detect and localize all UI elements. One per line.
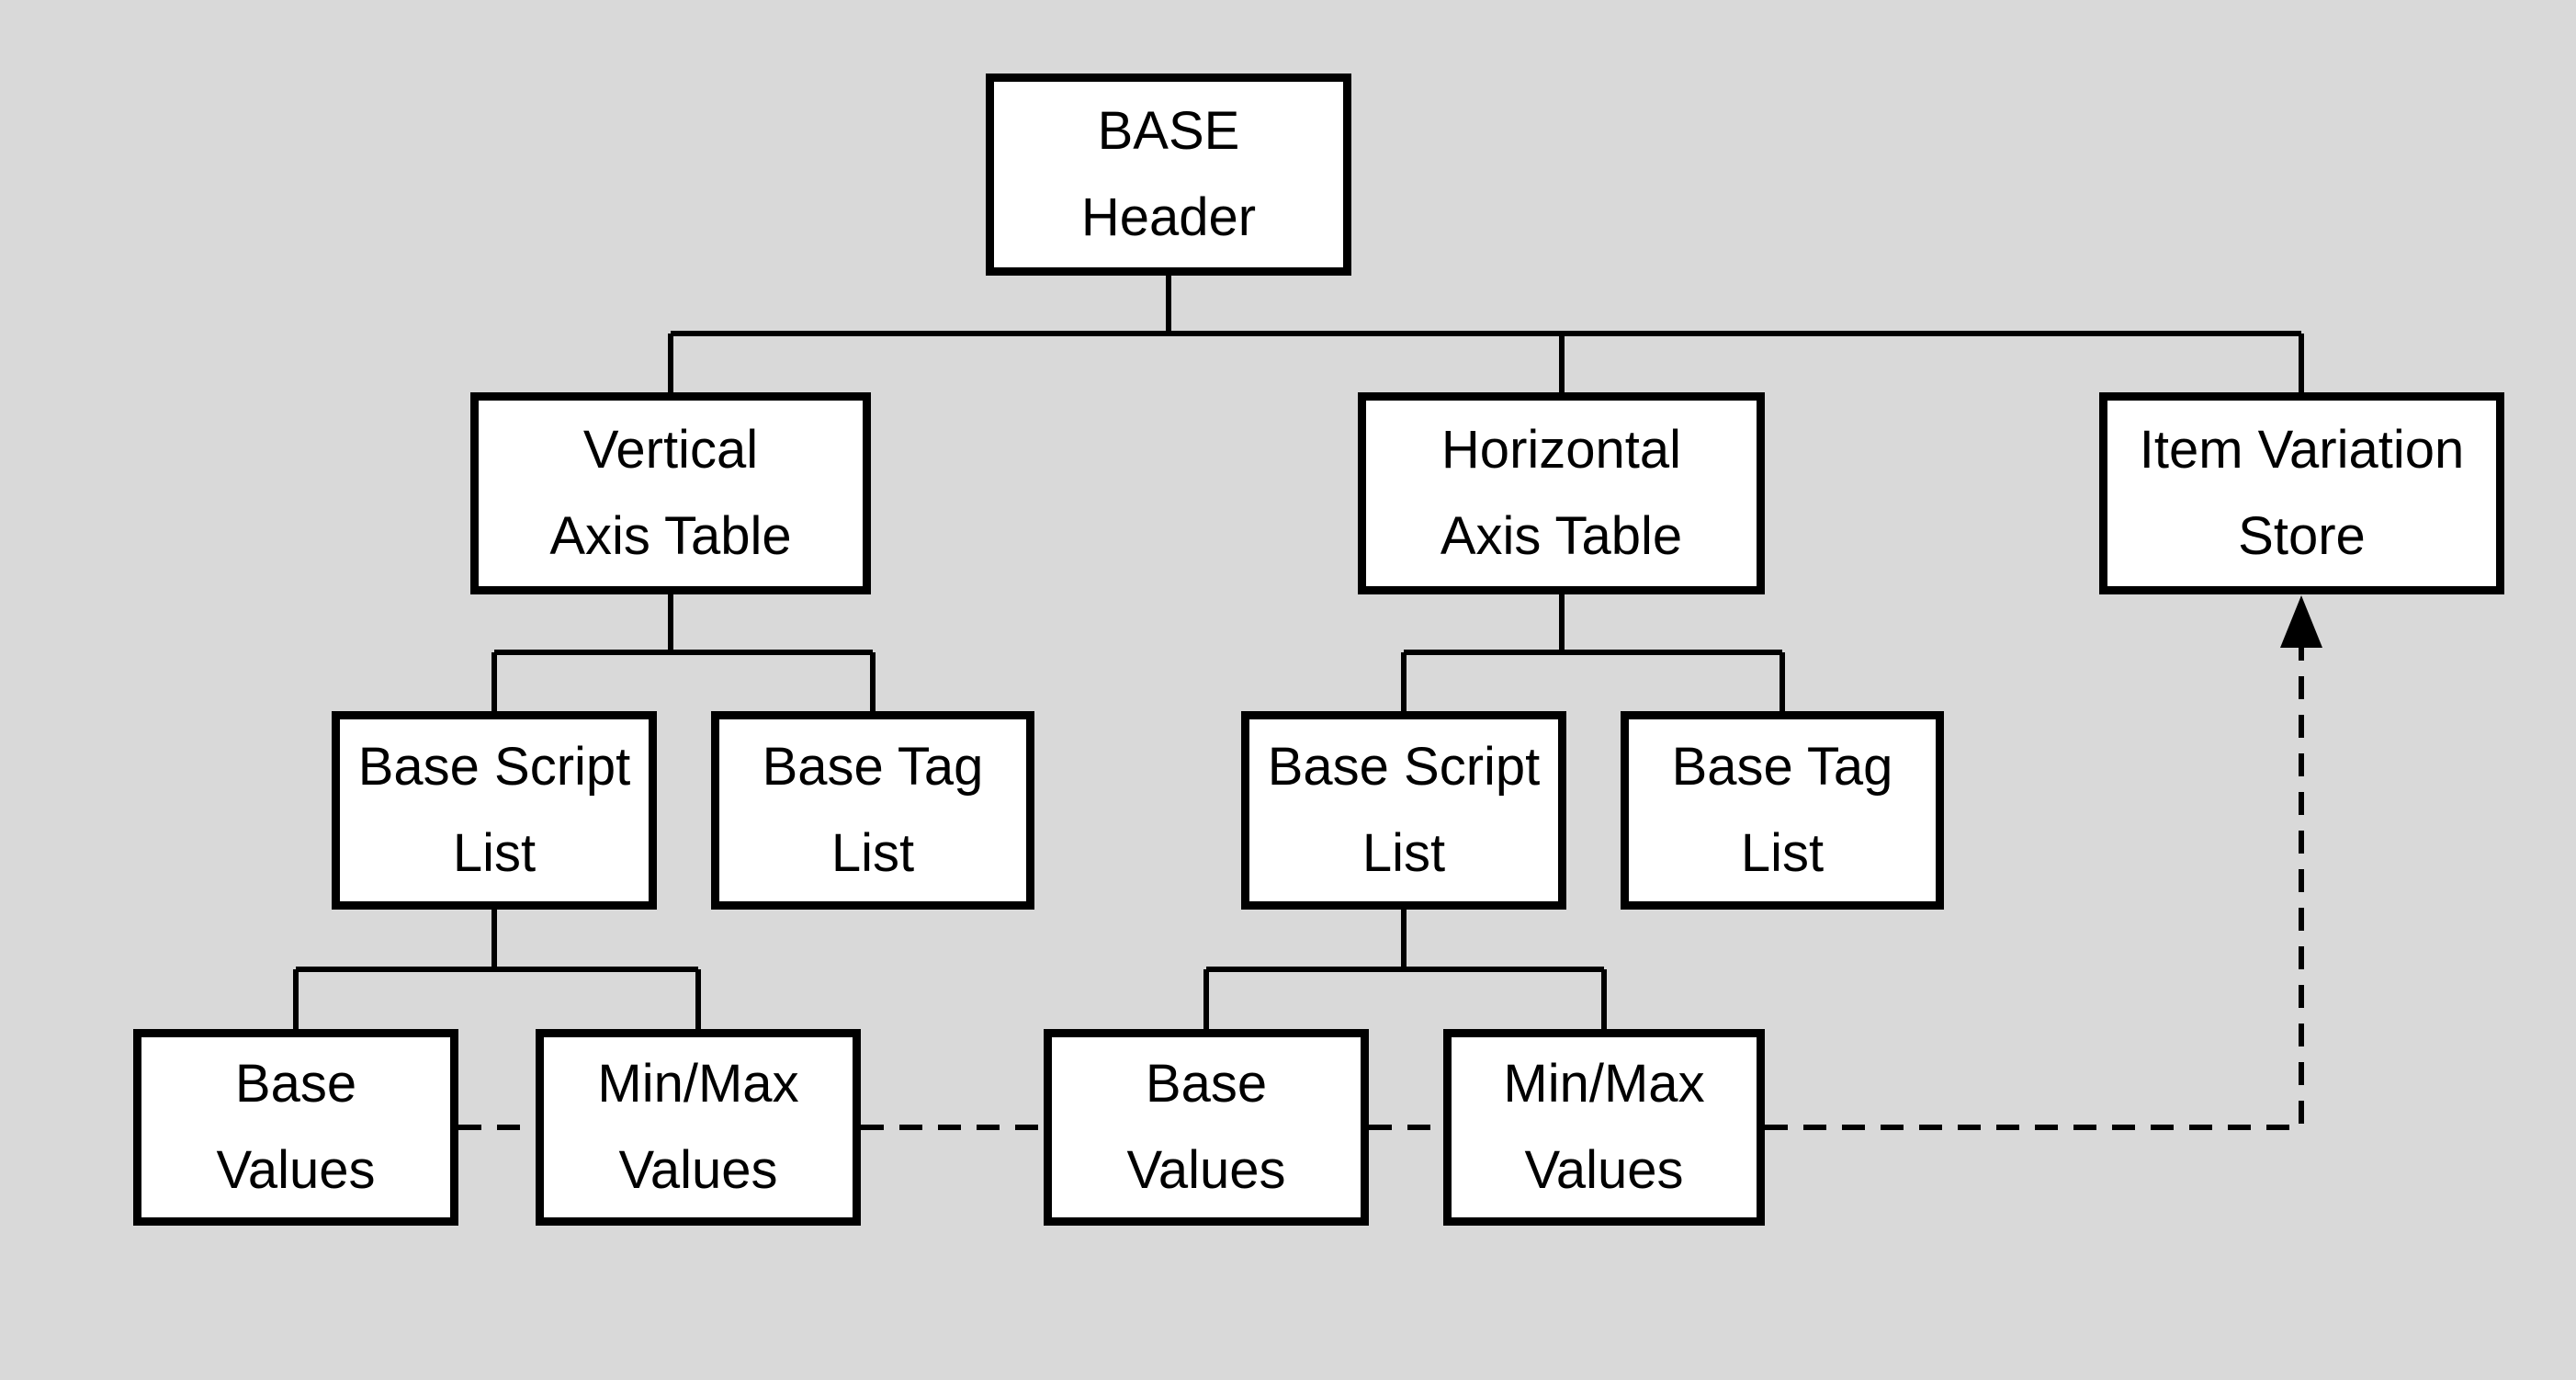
node-base-tag-list-vertical-label: Base Tag List xyxy=(762,737,984,883)
node-base-values-vertical: Base Values xyxy=(133,1029,458,1226)
node-base-script-list-vertical: Base Script List xyxy=(332,711,657,910)
node-horizontal-axis-table-label: Horizontal Axis Table xyxy=(1440,420,1683,566)
up-arrowhead-icon xyxy=(2280,595,2322,648)
node-minmax-values-horizontal: Min/Max Values xyxy=(1443,1029,1765,1226)
node-vertical-axis-table: Vertical Axis Table xyxy=(470,392,871,594)
node-base-tag-list-vertical: Base Tag List xyxy=(711,711,1034,910)
node-base-script-list-vertical-label: Base Script List xyxy=(357,737,631,883)
node-base-tag-list-horizontal: Base Tag List xyxy=(1621,711,1944,910)
node-base-tag-list-horizontal-label: Base Tag List xyxy=(1671,737,1893,883)
node-minmax-values-vertical-label: Min/Max Values xyxy=(597,1054,799,1200)
node-item-variation-store-label: Item Variation Store xyxy=(2139,420,2465,566)
node-base-values-vertical-label: Base Values xyxy=(216,1054,376,1200)
node-base-script-list-horizontal: Base Script List xyxy=(1241,711,1566,910)
edge-dashed-to-item-variation-store xyxy=(1765,639,2304,1130)
node-base-header-label: BASE Header xyxy=(1080,101,1257,247)
node-base-values-horizontal-label: Base Values xyxy=(1126,1054,1286,1200)
node-base-values-horizontal: Base Values xyxy=(1044,1029,1369,1226)
node-minmax-values-vertical: Min/Max Values xyxy=(536,1029,861,1226)
node-item-variation-store: Item Variation Store xyxy=(2099,392,2504,594)
node-base-header: BASE Header xyxy=(986,74,1351,276)
node-horizontal-axis-table: Horizontal Axis Table xyxy=(1358,392,1765,594)
node-vertical-axis-table-label: Vertical Axis Table xyxy=(549,420,792,566)
node-base-script-list-horizontal-label: Base Script List xyxy=(1267,737,1541,883)
node-minmax-values-horizontal-label: Min/Max Values xyxy=(1503,1054,1705,1200)
